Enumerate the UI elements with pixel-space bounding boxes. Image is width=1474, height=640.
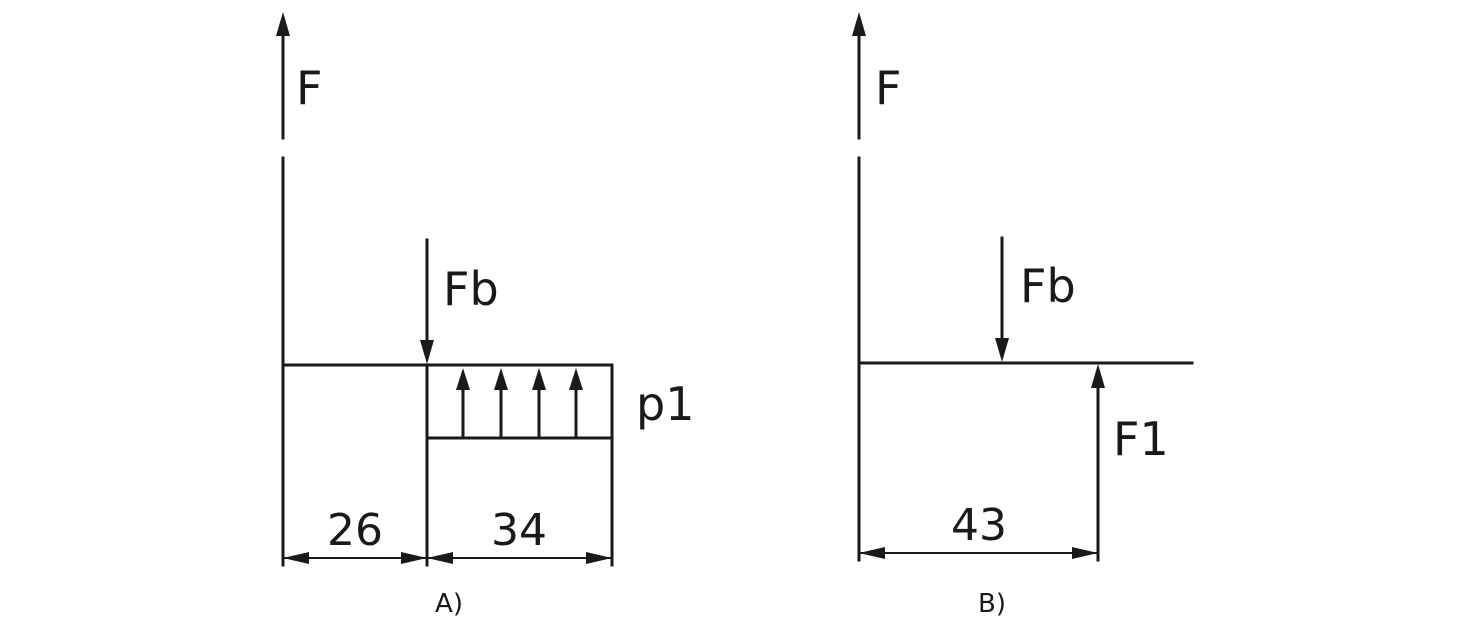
diagram-b-force-fb-arrow [995,236,1009,362]
diagram-a-dimension-right-value: 34 [491,505,547,556]
diagram-b-dimension-value: 43 [951,500,1007,551]
diagram-a-dimension-left-value: 26 [327,505,383,556]
diagram-a-force-f-arrow [276,12,290,367]
diagram-a-dimension-left-line [283,552,427,564]
diagram-b-force-f-label: F [875,61,901,115]
diagram-a-force-fb-label: Fb [443,262,499,316]
diagram-a-force-fb-arrow [420,238,434,364]
diagram-b-force-f-arrow [852,12,866,367]
diagram-b-reaction-f1-arrow [1091,364,1105,562]
diagram-a-dimension-right-line [427,552,612,564]
diagram-a-caption: A) [435,589,463,619]
diagram-a-force-f-label: F [296,61,322,115]
diagram-a-load-p1-label: p1 [636,377,694,431]
diagram-b-force-fb-label: Fb [1020,259,1076,313]
diagram-b-reaction-f1-label: F1 [1113,412,1169,466]
diagram-a: F Fb p1 [276,12,694,619]
diagram-a-distributed-load [425,363,614,440]
diagram-b: F Fb F1 43 B) [852,12,1194,619]
diagram-b-dimension-line [859,547,1098,559]
diagram-b-caption: B) [978,589,1006,619]
